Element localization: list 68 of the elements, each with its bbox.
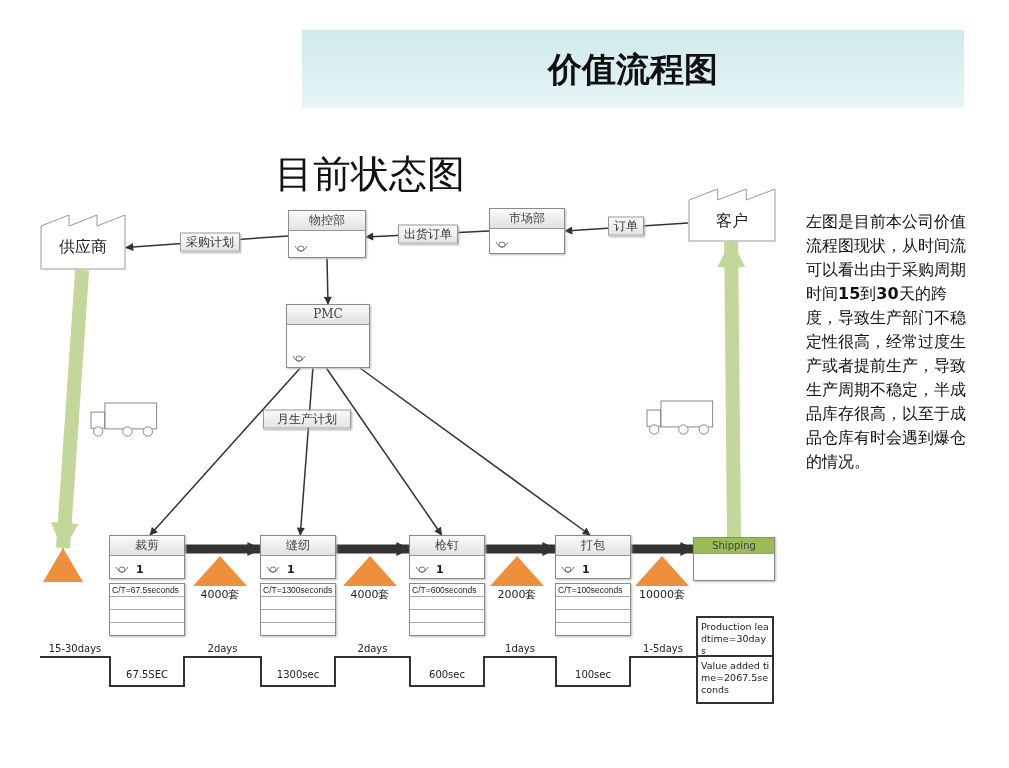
factory-box (688, 188, 776, 242)
cycle-time: C/T=1300seconds (262, 584, 334, 596)
operator-count: 1 (436, 563, 444, 576)
description-paragraph: 左图是目前本公司价值流程图现状，从时间流可以看出由于采购周期时间15到30天的跨度，导致生产部门不稳定性很高，经常过度生产或者提前生产，导致生产周期不稳定，半成品库存很高，以至于成品仓库有时会遇到爆仓的情况。 (806, 211, 967, 473)
process-title: 枪钉 (435, 538, 459, 553)
factory-box (40, 214, 126, 270)
page-title: 价值流程图 (302, 30, 964, 108)
process-title: 缝纫 (286, 538, 310, 553)
process-title: PMC (313, 307, 343, 322)
operator-count: 1 (136, 563, 144, 576)
timeline-summary-box (696, 616, 774, 704)
inventory-quantity: 2000套 (497, 588, 537, 601)
push-arrow (185, 542, 262, 556)
process-box (109, 535, 185, 635)
process-box (489, 208, 565, 254)
value-added-time: 100sec (575, 669, 611, 681)
waiting-time: 1days (505, 643, 535, 655)
waiting-time: 1-5days (643, 643, 683, 655)
push-arrow (631, 541, 695, 556)
push-arrow (336, 542, 411, 556)
inventory-quantity: 4000套 (200, 588, 240, 601)
waiting-time: 15-30days (48, 643, 102, 655)
process-box (260, 535, 336, 635)
value-added-time: 600sec (429, 669, 465, 681)
process-title: 物控部 (309, 213, 345, 228)
edge-label: 订单 (608, 216, 644, 236)
diagram-heading: 目前状态图 (275, 152, 465, 196)
summary-text: Value added time=2067.5seconds (701, 660, 770, 696)
operator-count: 1 (582, 563, 590, 576)
inventory-quantity: 10000套 (639, 588, 685, 601)
shipping-box (693, 537, 775, 581)
cycle-time: C/T=67.5seconds (111, 584, 180, 596)
push-arrow (485, 542, 557, 556)
arrow (296, 367, 314, 536)
inventory-triangle (43, 548, 83, 582)
operator-count: 1 (287, 563, 295, 576)
process-title: 裁剪 (135, 538, 159, 553)
value-added-time: 67.5SEC (126, 669, 168, 681)
arrow (325, 367, 443, 536)
summary-text: Production leadtime=30days (701, 621, 770, 657)
process-box (409, 535, 485, 635)
process-title: 打包 (581, 538, 605, 553)
process-title: 市场部 (509, 211, 545, 226)
node-label: 客户 (715, 210, 749, 232)
inventory-triangle (635, 556, 689, 586)
arrow (359, 367, 591, 536)
value-added-time: 1300sec (276, 669, 320, 681)
waiting-time: 2days (357, 643, 388, 655)
cycle-time: C/T=100seconds (557, 584, 624, 596)
process-box (286, 304, 370, 368)
inventory-triangle (193, 556, 247, 586)
arrow (149, 367, 302, 536)
edge-label: 采购计划 (180, 232, 240, 252)
inventory-triangle (343, 556, 397, 586)
process-box (288, 210, 366, 258)
truck-icon (646, 400, 714, 436)
truck-icon (90, 402, 158, 438)
inventory-quantity: 4000套 (350, 588, 390, 601)
process-box (555, 535, 631, 635)
edge-label: 出货订单 (398, 224, 458, 244)
inventory-triangle (490, 556, 544, 586)
process-title: Shipping (712, 539, 756, 552)
node-label: 供应商 (58, 236, 108, 258)
arrow (323, 257, 332, 305)
material-flow-arrow (50, 269, 90, 551)
waiting-time: 2days (207, 643, 238, 655)
edge-label: 月生产计划 (263, 409, 351, 429)
cycle-time: C/T=600seconds (411, 584, 478, 596)
